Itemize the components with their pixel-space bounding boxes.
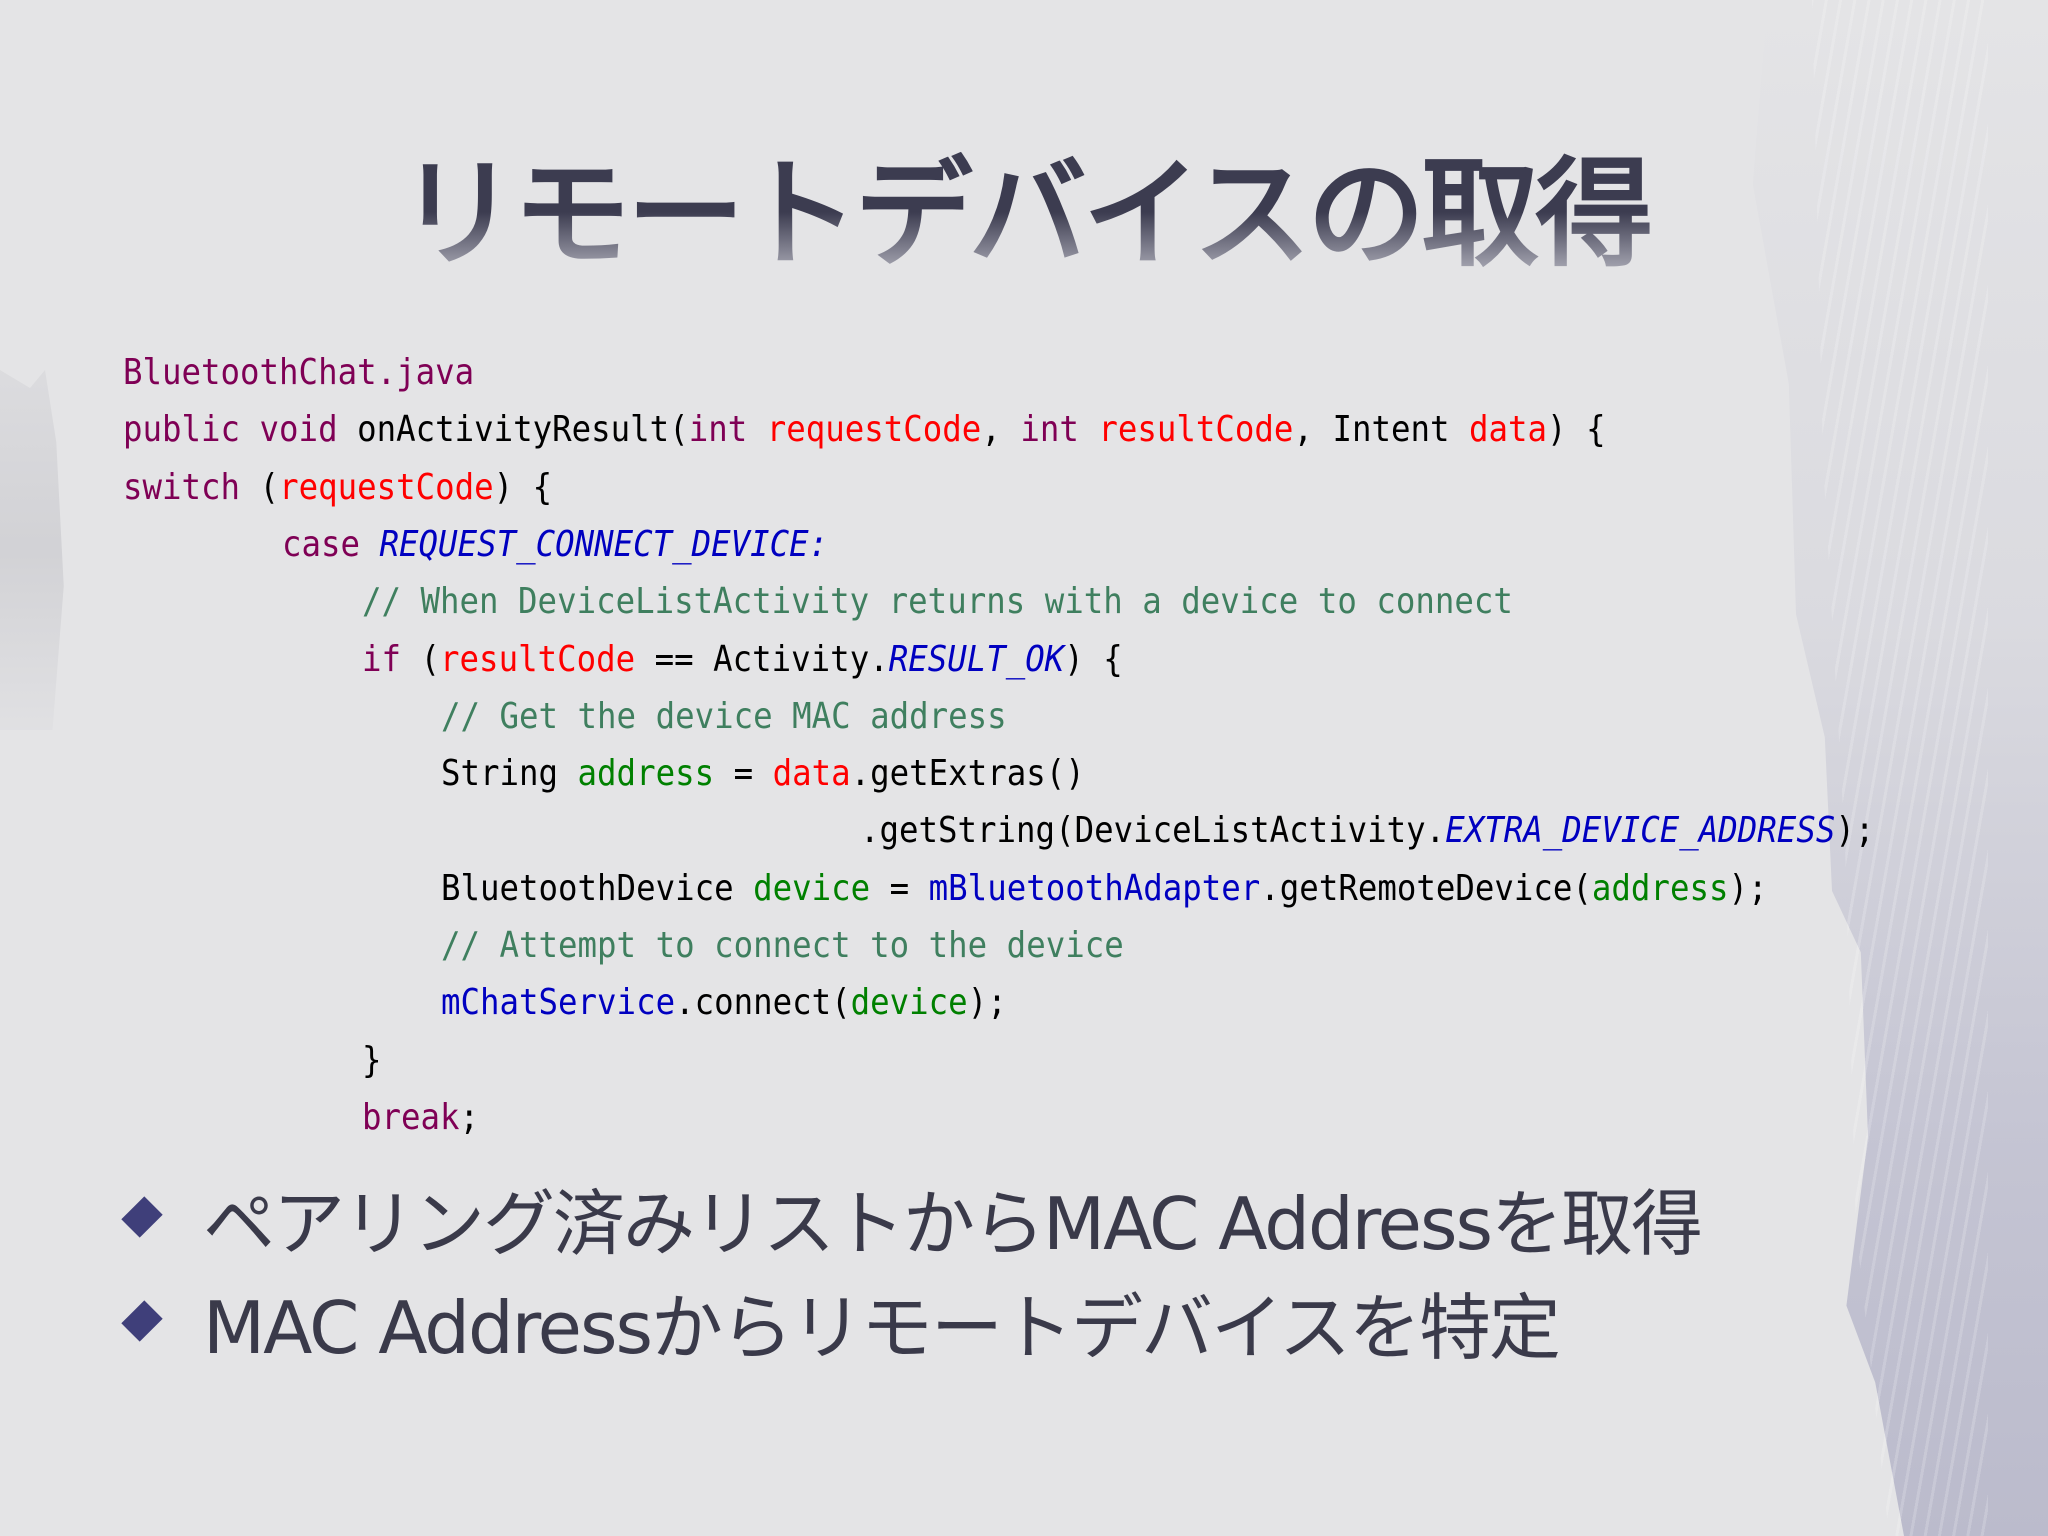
code-block: BluetoothChat.java public void onActivity… [123,348,1874,1143]
code-line: case REQUEST_CONNECT_DEVICE: [282,520,828,570]
code-filename: BluetoothChat.java [123,348,474,398]
code-token: } [362,1039,382,1081]
code-token: mBluetoothAdapter [928,867,1261,909]
bullet-item: MAC Addressからリモートデバイスを特定 [121,1269,1701,1373]
code-token: resultCode [440,638,636,680]
code-token: , Intent [1293,409,1470,451]
code-token: address [1591,867,1729,909]
code-line: .getString(DeviceListActivity.EXTRA_DEVI… [860,806,1874,856]
code-token: ); [1835,810,1875,852]
code-token: == Activity. [635,638,889,680]
code-line: // Attempt to connect to the device [441,921,1124,971]
code-line: public void onActivityResult(int request… [123,405,1606,455]
code-token: EXTRA_DEVICE_ADDRESS [1445,810,1836,852]
code-token: ); [967,982,1007,1024]
diamond-bullet-icon [121,1300,163,1342]
code-token: ) { [493,466,553,508]
code-token: int [1020,409,1099,451]
code-token: switch [123,466,260,508]
code-token: .getRemoteDevice( [1260,867,1592,909]
code-token: .getString(DeviceListActivity. [860,810,1446,852]
bullet-text: ペアリング済みリストからMAC Addressを取得 [203,1181,1703,1266]
code-line: // Get the device MAC address [441,692,1007,742]
code-token: ); [1728,867,1768,909]
code-token: ; [459,1096,480,1138]
code-line: } [362,1036,382,1086]
code-token: ) { [1064,638,1123,680]
code-line: break; [362,1093,479,1143]
code-token: break [362,1096,460,1138]
bullet-list: ペアリング済みリストからMAC Addressを取得 MAC Addressから… [121,1165,1703,1373]
code-token: ( [420,638,441,680]
code-line: String address = data.getExtras() [441,749,1085,799]
code-line: // When DeviceListActivity returns with … [362,577,1513,627]
background-brush-texture-left [0,370,64,730]
code-token: String [441,753,578,795]
code-token: requestCode [279,466,494,508]
code-token: data [772,753,851,795]
diamond-bullet-icon [121,1196,163,1238]
code-line: switch (requestCode) { [123,463,552,513]
code-token: // Get the device MAC address [441,695,1007,737]
bullet-item: ペアリング済みリストからMAC Addressを取得 [121,1165,1703,1269]
code-token: requestCode [766,409,982,451]
code-token: BluetoothChat.java [123,352,475,393]
code-line: if (resultCode == Activity.RESULT_OK) { [362,635,1123,685]
code-token: ) { [1547,409,1606,451]
code-token: , [981,409,1021,451]
code-token: RESULT_OK [888,638,1065,680]
code-token: address [577,753,715,795]
slide-title: リモートデバイスの取得 [0,118,2048,289]
code-token: = [870,867,929,909]
code-token: public void [123,409,358,451]
code-token: mChatService [441,982,676,1024]
code-line: mChatService.connect(device); [441,978,1007,1028]
code-line: BluetoothDevice device = mBluetoothAdapt… [441,864,1767,914]
code-token: case [282,523,380,565]
code-token: .getExtras() [850,753,1085,795]
code-token: if [362,638,421,680]
code-token: resultCode [1098,409,1294,451]
code-token: onActivityResult( [357,409,689,451]
code-token: device [753,867,871,909]
code-token: BluetoothDevice [441,867,754,909]
code-token: REQUEST_CONNECT_DEVICE: [379,523,829,565]
code-token: ( [259,466,280,508]
bullet-text: MAC Addressからリモートデバイスを特定 [203,1285,1561,1370]
code-token: device [850,982,968,1024]
code-token: // Attempt to connect to the device [441,925,1124,966]
code-token: = [714,753,773,795]
code-token: // When DeviceListActivity returns with … [362,581,1513,623]
code-token: int [688,409,767,451]
code-token: data [1469,409,1548,451]
code-token: .connect( [675,982,851,1024]
